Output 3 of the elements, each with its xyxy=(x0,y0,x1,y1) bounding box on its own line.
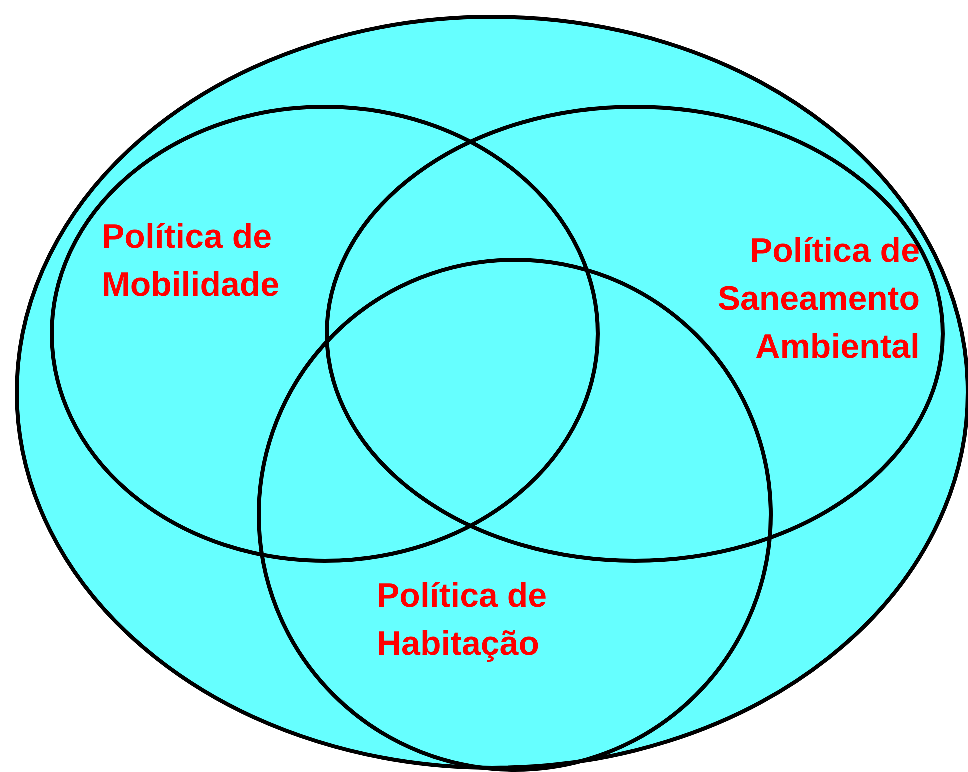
circle-label: Política de Habitação xyxy=(377,576,548,665)
circle-label: Política de Saneamento Ambiental xyxy=(716,231,920,368)
circle-label: Política de Mobilidade xyxy=(102,217,281,306)
